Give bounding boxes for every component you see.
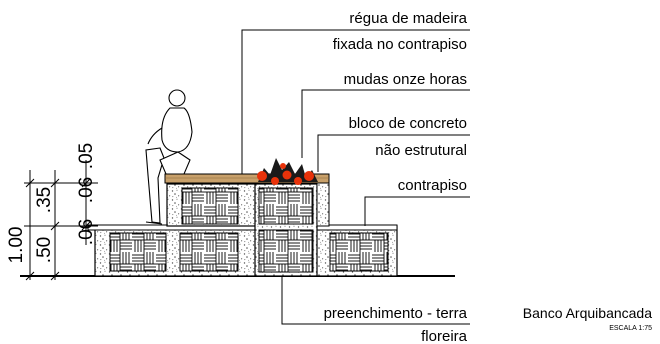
drawing-title: Banco Arquibancada [523,305,652,321]
upper-tier [164,173,330,227]
label-regua-2: fixada no contrapiso [333,36,467,53]
block-lower-2 [179,232,239,272]
block-lower-1 [109,232,167,272]
dim-small-05: .05 [76,143,97,169]
dim-lower: .50 [34,237,55,263]
lower-tier [87,224,398,277]
leader-lines [241,29,470,325]
label-regua-1: régua de madeira [349,10,467,27]
label-bloco-2: não estrutural [375,142,467,159]
label-preench-2: floreira [421,328,468,344]
label-preench-1: preenchimento - terra [324,305,468,322]
drawing-scale: ESCALA 1:75 [609,325,652,332]
dim-small-06a: .06 [76,177,97,203]
block-lower-3 [329,232,389,272]
dim-small-06b: .06 [76,219,97,245]
block-upper-1 [181,187,239,225]
dim-total: 1.00 [6,227,27,264]
block-planter-1 [258,187,314,225]
dim-upper: .35 [34,187,55,213]
wood-ruler [164,173,330,184]
label-bloco-1: bloco de concreto [349,115,467,132]
block-planter-2 [258,229,314,273]
seated-person-figure [145,89,193,225]
label-contrapiso: contrapiso [398,177,467,194]
label-mudas: mudas onze horas [344,71,467,88]
planter [254,182,330,277]
plants-onze-horas [257,158,318,185]
dimension-lines [24,160,98,281]
